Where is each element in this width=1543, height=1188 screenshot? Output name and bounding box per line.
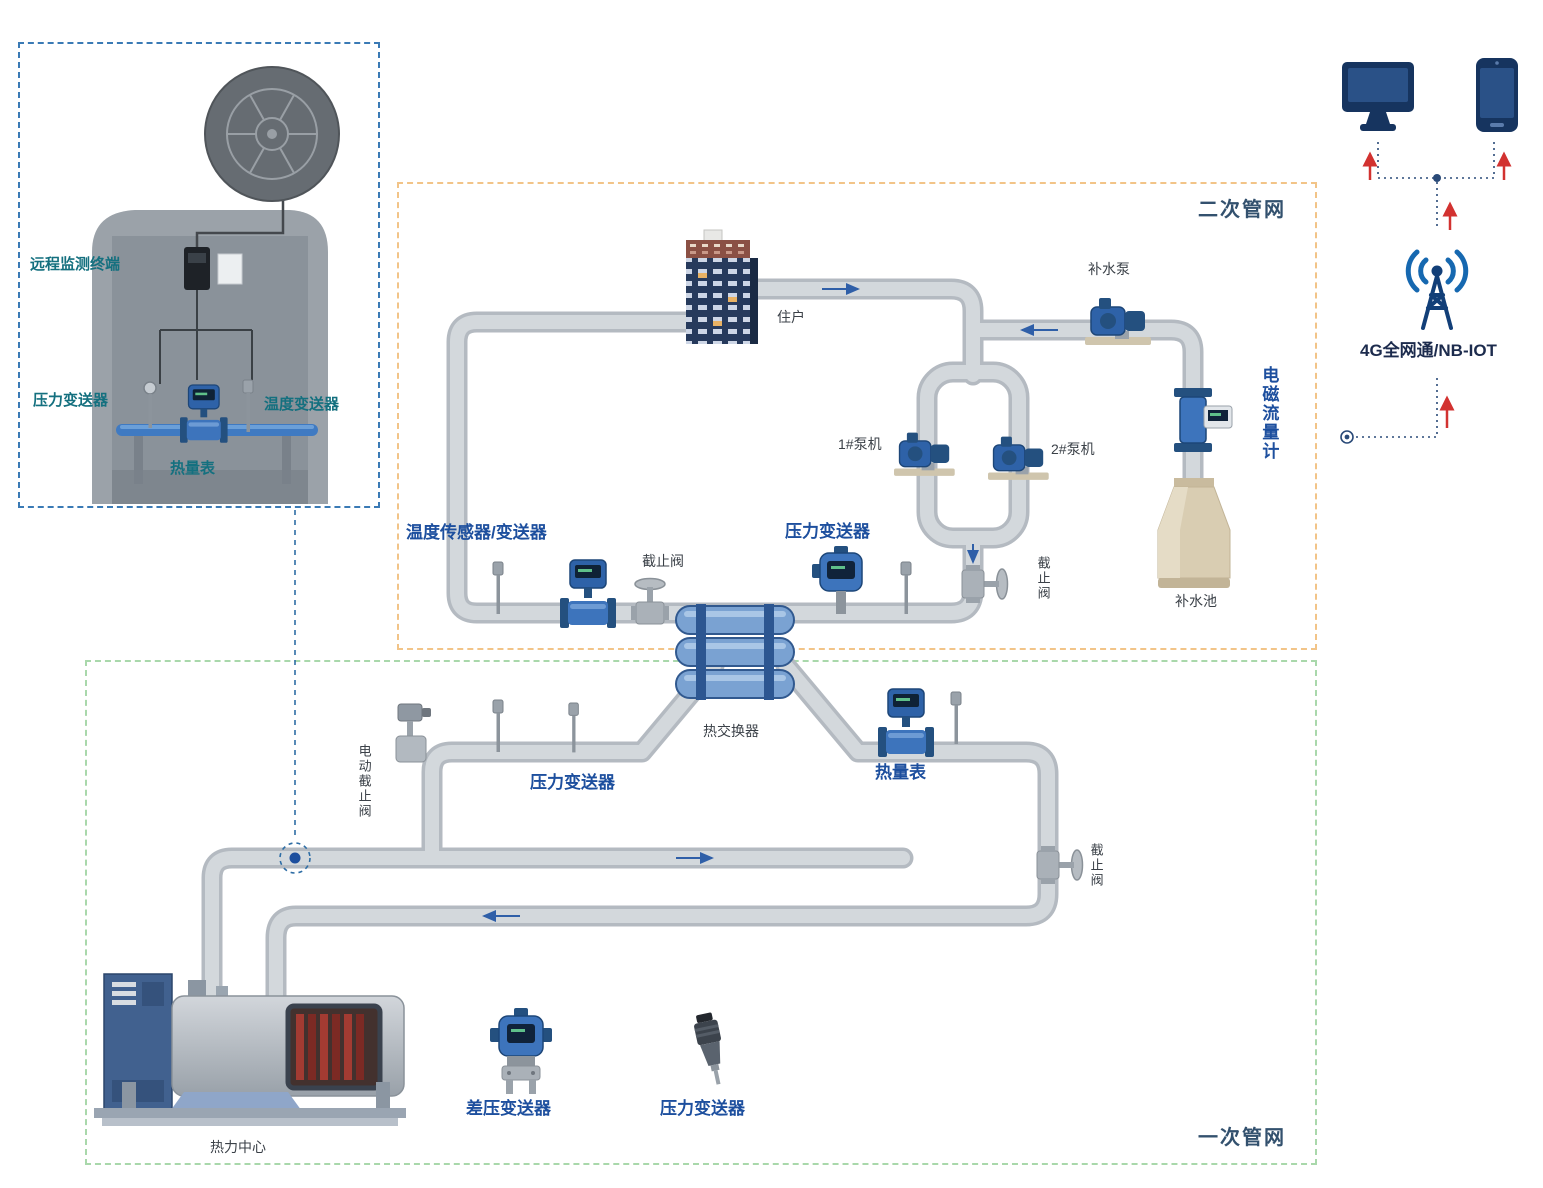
label-stop-valve-primary: 截止阀	[1088, 843, 1104, 888]
sensor-wiring	[159, 290, 253, 384]
label-detail-pressure: 压力变送器	[33, 392, 109, 409]
remote-terminal-unit-icon	[184, 247, 210, 290]
label-4g-network: 4G全网通/NB-IOT	[1360, 341, 1497, 360]
stop-valve-right-icon	[961, 564, 1009, 604]
flow-arrows	[482, 283, 1058, 922]
pipe-junction-marker-icon	[279, 842, 311, 874]
stop-valve-primary-icon	[1036, 845, 1084, 885]
label-stop-valve-right: 截止阀	[1035, 556, 1051, 601]
temperature-transmitter-meter-icon	[559, 559, 617, 629]
pipe-support-left	[134, 436, 143, 484]
chamber-floor	[112, 470, 308, 504]
primary-network-title: 一次管网	[1198, 1127, 1286, 1149]
heat-exchanger-icon	[675, 603, 795, 701]
label-dp-transmitter: 差压变送器	[466, 1099, 551, 1118]
callout-connector	[279, 510, 311, 874]
uplink-node-dot	[1433, 174, 1441, 182]
label-electric-stop-valve: 电动截止阀	[356, 744, 372, 819]
desktop-monitor-icon	[1342, 62, 1414, 131]
detail-callout-art	[92, 66, 340, 504]
heat-meter-primary-icon	[877, 688, 935, 758]
label-heat-exchanger: 热交换器	[703, 723, 759, 739]
smartphone-icon	[1476, 58, 1518, 132]
label-pressure-sensor: 压力变送器	[660, 1099, 745, 1118]
label-detail-temperature: 温度变送器	[264, 396, 340, 413]
makeup-pump-icon	[1084, 297, 1152, 346]
signal-tower-icon	[1408, 252, 1466, 328]
label-remote-terminal: 远程监测终端	[30, 256, 121, 273]
field-endpoint-marker	[1340, 430, 1354, 444]
label-heat-meter-primary: 热量表	[875, 763, 926, 782]
makeup-water-tank-icon	[1157, 477, 1231, 589]
label-makeup-tank: 补水池	[1175, 593, 1217, 609]
detail-callout-box	[18, 42, 380, 508]
label-heating-center: 热力中心	[210, 1139, 266, 1155]
electric-stop-valve-icon	[395, 703, 432, 763]
label-pump-1: 1#泵机	[838, 436, 882, 452]
uplink-dotted-lines	[1356, 142, 1495, 438]
label-pressure-transmitter-primary: 压力变送器	[530, 773, 615, 792]
stop-valve-bottom-icon	[630, 577, 670, 625]
junction-box-icon	[217, 253, 243, 285]
label-temp-sensor-transmitter: 温度传感器/变送器	[406, 523, 547, 542]
secondary-network-box	[397, 182, 1317, 650]
pipe-support-right	[282, 436, 291, 484]
label-detail-heat-meter: 热量表	[170, 460, 216, 477]
label-pump-2: 2#泵机	[1051, 441, 1095, 457]
label-makeup-pump: 补水泵	[1088, 261, 1130, 277]
label-em-flowmeter: 电磁流量计	[1259, 366, 1279, 461]
label-pressure-transmitter-secondary: 压力变送器	[785, 522, 870, 541]
heating-plant-icon	[94, 973, 406, 1126]
electromagnetic-flowmeter-icon	[1173, 387, 1233, 453]
dp-transmitter-icon	[489, 1007, 553, 1095]
pressure-sensor-icon	[691, 1011, 731, 1087]
uplink-red-arrows	[1362, 151, 1512, 428]
secondary-network-title: 二次管网	[1198, 199, 1286, 221]
label-stop-valve-bottom: 截止阀	[642, 553, 684, 569]
antenna-cable	[195, 201, 285, 247]
temperature-probe-primary-icon	[950, 691, 962, 745]
label-resident: 住户	[777, 309, 805, 325]
tank-top-view-icon	[204, 66, 340, 202]
residential-building-icon	[685, 229, 759, 345]
